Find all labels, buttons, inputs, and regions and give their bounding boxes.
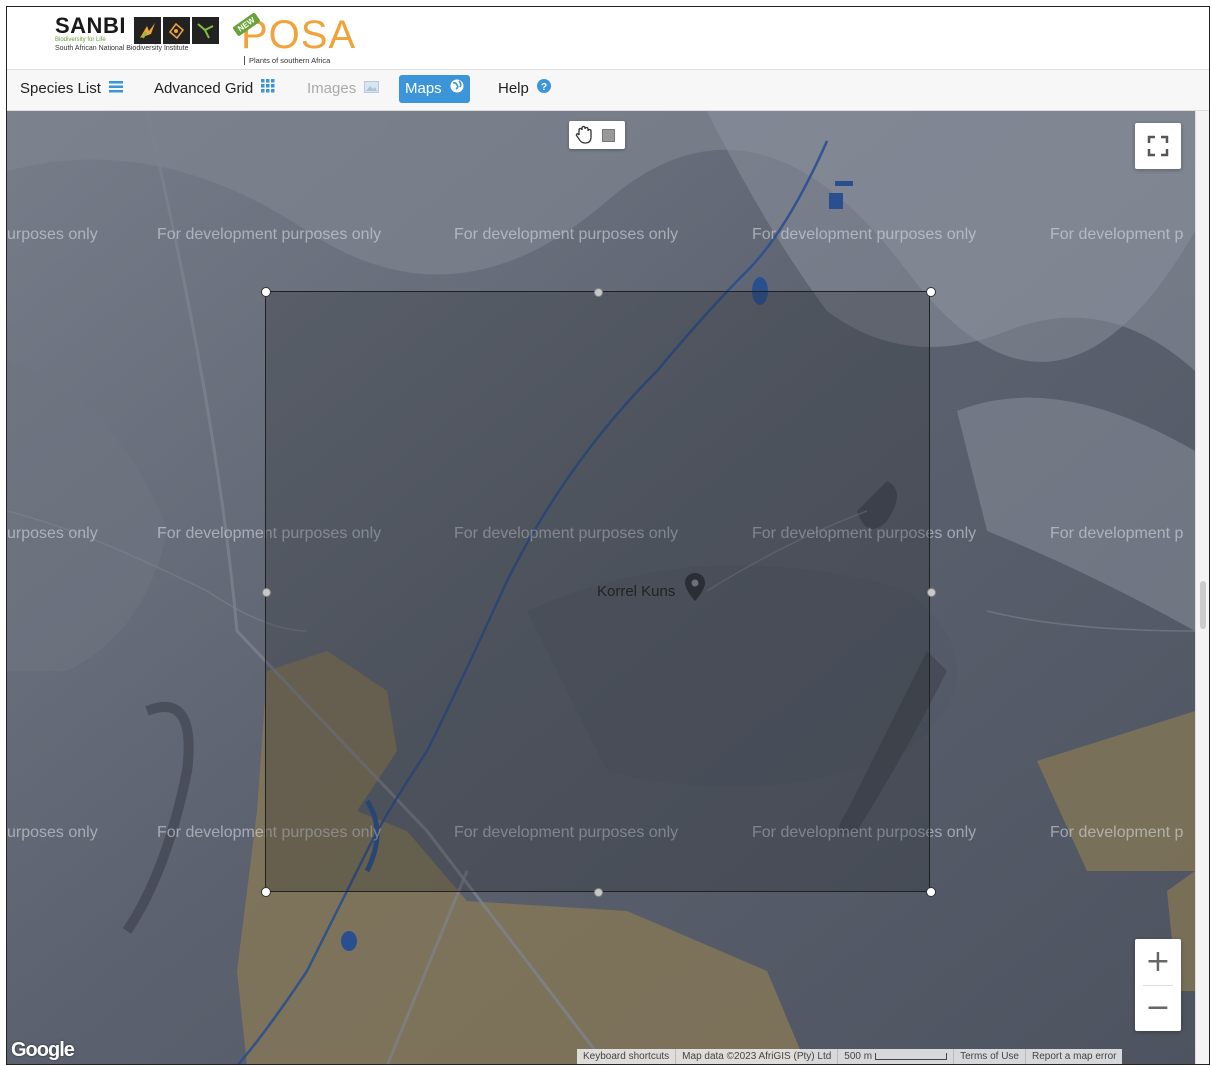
watermark: urposes only	[7, 824, 98, 841]
watermark: For development purposes only	[752, 824, 977, 841]
zoom-control: + −	[1135, 939, 1181, 1031]
map-pin-icon[interactable]	[685, 573, 705, 608]
nav-species-list-label: Species List	[20, 80, 101, 97]
watermark: For development purposes only	[752, 226, 977, 243]
resize-handle-ne[interactable]	[926, 287, 936, 297]
resize-handle-w[interactable]	[262, 588, 271, 597]
nav-help-label: Help	[498, 80, 529, 97]
watermark: urposes only	[7, 525, 98, 542]
scale-label: 500 m	[844, 1051, 873, 1062]
watermark: For development p	[1050, 525, 1184, 542]
terrain-layer	[7, 111, 1195, 1064]
sanbi-logo-text: SANBI	[55, 13, 126, 38]
zoom-divider	[1143, 985, 1173, 986]
watermark: For development purposes only	[752, 525, 977, 542]
report-map-error-link[interactable]: Report a map error	[1031, 1051, 1117, 1062]
posa-subtitle: Plants of southern Africa	[244, 56, 330, 65]
grid-icon	[261, 75, 275, 103]
watermark: For development p	[1050, 226, 1184, 243]
scale-bar	[875, 1052, 948, 1060]
pan-hand-icon[interactable]	[574, 125, 594, 150]
nav-maps[interactable]: Maps	[399, 75, 470, 103]
place-label[interactable]: Korrel Kuns	[597, 583, 676, 600]
resize-handle-e[interactable]	[927, 588, 936, 597]
watermark: For development purposes only	[157, 525, 382, 542]
sanbi-tagline: Biodiversity for Life	[55, 37, 106, 43]
nav-maps-label: Maps	[405, 80, 442, 97]
watermark: For development p	[1050, 824, 1184, 841]
aloe-icon	[192, 17, 219, 44]
map-attribution: Keyboard shortcuts Map data ©2023 AfriGI…	[577, 1049, 1123, 1064]
nav-images[interactable]: Images	[301, 75, 385, 103]
globe-icon	[450, 75, 464, 103]
protea-icon	[163, 17, 190, 44]
image-icon	[364, 75, 380, 103]
nav-images-label: Images	[307, 80, 357, 97]
nav-help[interactable]: Help ?	[492, 75, 557, 103]
svg-text:?: ?	[541, 82, 547, 93]
resize-handle-se[interactable]	[926, 887, 936, 897]
zoom-in-button[interactable]: +	[1145, 944, 1171, 979]
nav-species-list[interactable]: Species List	[14, 75, 129, 103]
list-icon	[109, 75, 124, 103]
drawing-toolbar	[569, 121, 625, 149]
bird-of-paradise-icon	[134, 17, 161, 44]
resize-handle-sw[interactable]	[261, 887, 271, 897]
selection-rectangle[interactable]	[261, 287, 936, 897]
nav-advanced-grid[interactable]: Advanced Grid	[148, 75, 281, 103]
watermark: For development purposes only	[157, 226, 382, 243]
scrollbar-thumb[interactable]	[1200, 581, 1206, 629]
fullscreen-icon	[1135, 135, 1181, 173]
watermark: urposes only	[7, 226, 98, 243]
draw-rectangle-icon[interactable]	[602, 129, 615, 142]
map-data-text: Map data ©2023 AfriGIS (Pty) Ltd	[676, 1049, 839, 1064]
google-logo[interactable]: Google	[11, 1039, 75, 1061]
page-scrollbar[interactable]	[1195, 111, 1209, 1064]
resize-handle-nw[interactable]	[261, 287, 271, 297]
map-canvas[interactable]: urposes only For development purposes on…	[7, 111, 1195, 1064]
watermark: For development purposes only	[157, 824, 382, 841]
sanbi-full-name: South African National Biodiversity Inst…	[55, 45, 189, 52]
watermark: For development purposes only	[454, 824, 679, 841]
sanbi-logo[interactable]: SANBI Biodiversity for Life South Africa…	[55, 15, 188, 53]
resize-handle-s[interactable]	[594, 888, 603, 897]
watermark: For development purposes only	[454, 525, 679, 542]
question-icon: ?	[537, 75, 552, 103]
scale-control[interactable]: 500 m	[838, 1049, 955, 1064]
app-frame: SANBI Biodiversity for Life South Africa…	[6, 6, 1210, 1065]
resize-handle-n[interactable]	[594, 288, 603, 297]
nav-advanced-grid-label: Advanced Grid	[154, 80, 254, 97]
watermark: For development purposes only	[454, 226, 679, 243]
fullscreen-button[interactable]	[1135, 123, 1181, 169]
keyboard-shortcuts-link[interactable]: Keyboard shortcuts	[577, 1049, 677, 1064]
zoom-out-button[interactable]: −	[1145, 990, 1171, 1025]
header: SANBI Biodiversity for Life South Africa…	[7, 7, 1209, 69]
main-nav: Species List Advanced Grid Images Maps H…	[7, 69, 1209, 111]
sanbi-logo-tiles	[134, 17, 219, 44]
terms-of-use-link[interactable]: Terms of Use	[954, 1049, 1026, 1064]
